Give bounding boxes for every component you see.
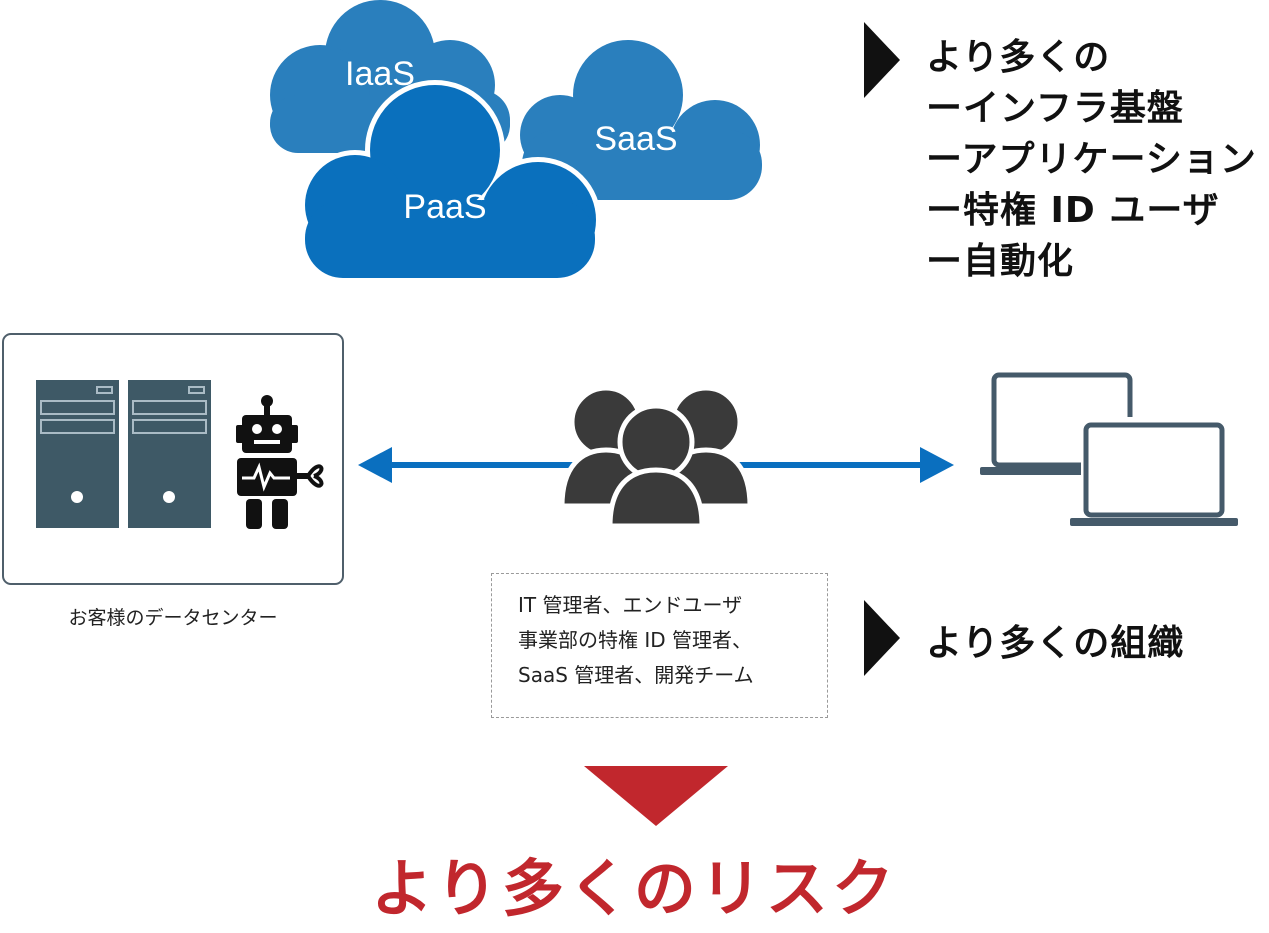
list-item: ー特権 ID ユーザ (926, 190, 1220, 231)
roles-box: IT 管理者、エンドユーザ 事業部の特権 ID 管理者、 SaaS 管理者、開発… (491, 573, 828, 718)
list-item: より多くの (926, 37, 1111, 78)
saas-cloud-icon (520, 40, 762, 200)
list-item: ーアプリケーション (926, 139, 1257, 180)
triangle-down-icon (584, 766, 728, 826)
list-item: ーインフラ基盤 (926, 88, 1184, 129)
triangle-right-icon (864, 22, 900, 98)
laptop-icon (980, 372, 1238, 526)
paas-cloud-icon (300, 80, 601, 283)
more-orgs-label: より多くの組織 (926, 623, 1185, 664)
datacenter-box (2, 333, 344, 585)
role-line: SaaS 管理者、開発チーム (518, 663, 754, 687)
server-icon (36, 380, 211, 528)
paas-label: PaaS (403, 188, 486, 226)
triangle-right-icon (864, 600, 900, 676)
users-group-icon (560, 385, 752, 528)
datacenter-label: お客様のデータセンター (68, 607, 278, 629)
more-items-list: より多くの ーインフラ基盤 ーアプリケーション ー特権 ID ユーザ ー自動化 (926, 32, 1257, 287)
role-line: IT 管理者、エンドユーザ (518, 593, 743, 617)
saas-label: SaaS (594, 120, 677, 158)
iaas-label: IaaS (345, 55, 415, 93)
robot-icon (236, 395, 324, 529)
cloud-group: IaaS SaaS PaaS (270, 0, 762, 283)
risk-heading: より多くのリスク (371, 852, 898, 925)
list-item: ー自動化 (926, 241, 1075, 282)
role-line: 事業部の特権 ID 管理者、 (518, 628, 753, 652)
